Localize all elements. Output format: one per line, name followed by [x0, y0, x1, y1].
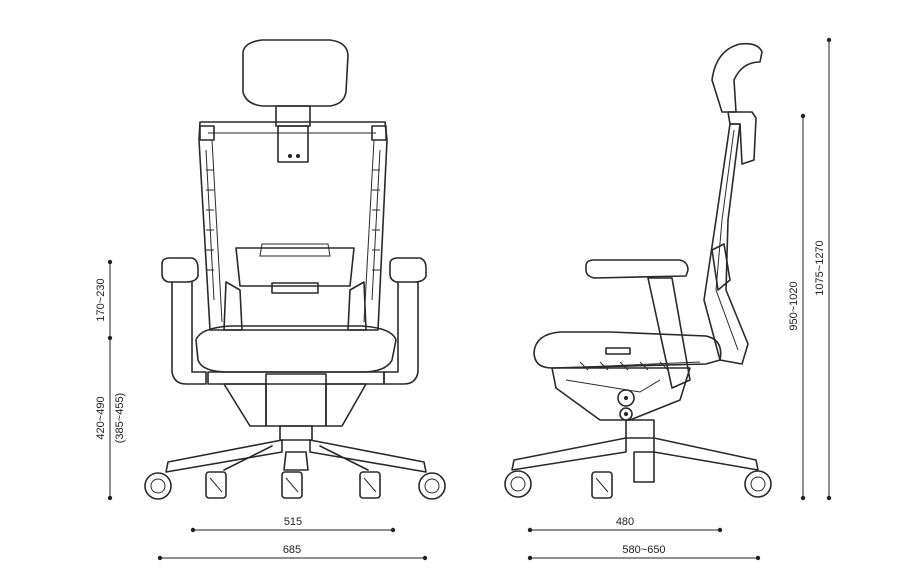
- side-seat: [533, 331, 722, 371]
- side-armrest: [585, 259, 691, 389]
- armrest-height-label: 170~230: [95, 278, 107, 321]
- dimension-labels: 515 685 480 580~650 170~230 420~490 (385…: [95, 240, 826, 556]
- side-base: [504, 437, 772, 499]
- side-mechanism: [551, 367, 691, 439]
- front-seat-width-label: 515: [284, 516, 302, 528]
- front-headrest: [242, 39, 349, 163]
- front-view: [144, 39, 446, 500]
- side-backrest: [703, 123, 749, 365]
- seat-height-label: 420~490: [95, 396, 107, 439]
- back-height-label: 950~1020: [788, 281, 800, 330]
- front-base-width-label: 685: [283, 544, 301, 556]
- total-height-label: 1075~1270: [814, 240, 826, 295]
- side-view: [504, 42, 772, 499]
- front-backrest: [198, 121, 388, 331]
- front-seat: [195, 325, 397, 385]
- front-mechanism: [223, 373, 367, 441]
- side-seat-depth-label: 480: [616, 516, 634, 528]
- front-base: [144, 439, 446, 500]
- seat-height-alt-label: (385~455): [114, 393, 126, 443]
- dimension-lines: [107, 37, 832, 561]
- side-base-depth-label: 580~650: [622, 544, 665, 556]
